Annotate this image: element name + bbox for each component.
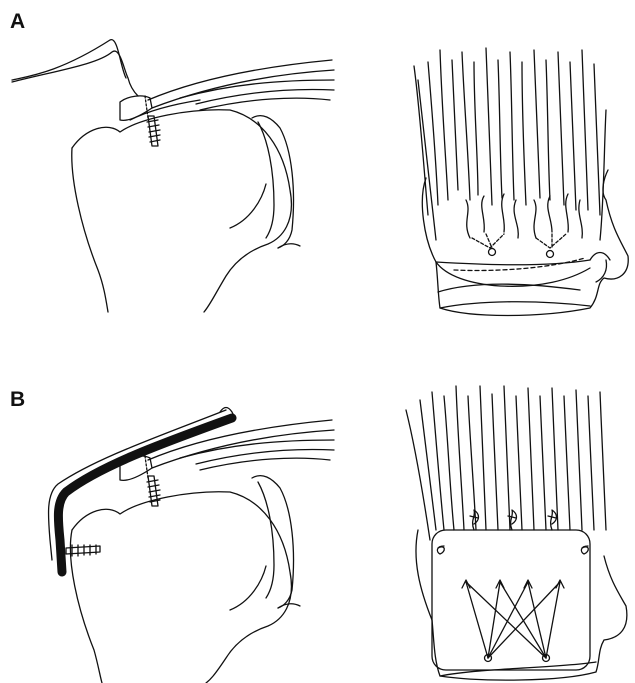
humeral-head-outline-b	[72, 492, 291, 683]
suture-strand-a	[12, 51, 138, 96]
panel-a-lateral-view	[12, 40, 334, 312]
humeral-head-outline-a	[72, 110, 291, 312]
suture-pairs-a	[466, 194, 582, 258]
lateral-screw-b	[66, 545, 100, 556]
anchor-point-a2	[547, 251, 554, 258]
panel-a-superior-view	[414, 48, 628, 316]
suture-bridge-b	[462, 580, 564, 662]
patch-side-sutures-b	[437, 546, 588, 554]
panel-b-lateral-view	[48, 408, 334, 683]
humeral-head-b-superior	[416, 530, 627, 680]
patch-top-sutures-b	[470, 510, 557, 530]
panel-b-superior-view	[406, 386, 627, 680]
suture-anchor-a	[147, 116, 160, 146]
humeral-neck-a	[72, 148, 108, 312]
anchor-point-a1	[489, 249, 496, 256]
